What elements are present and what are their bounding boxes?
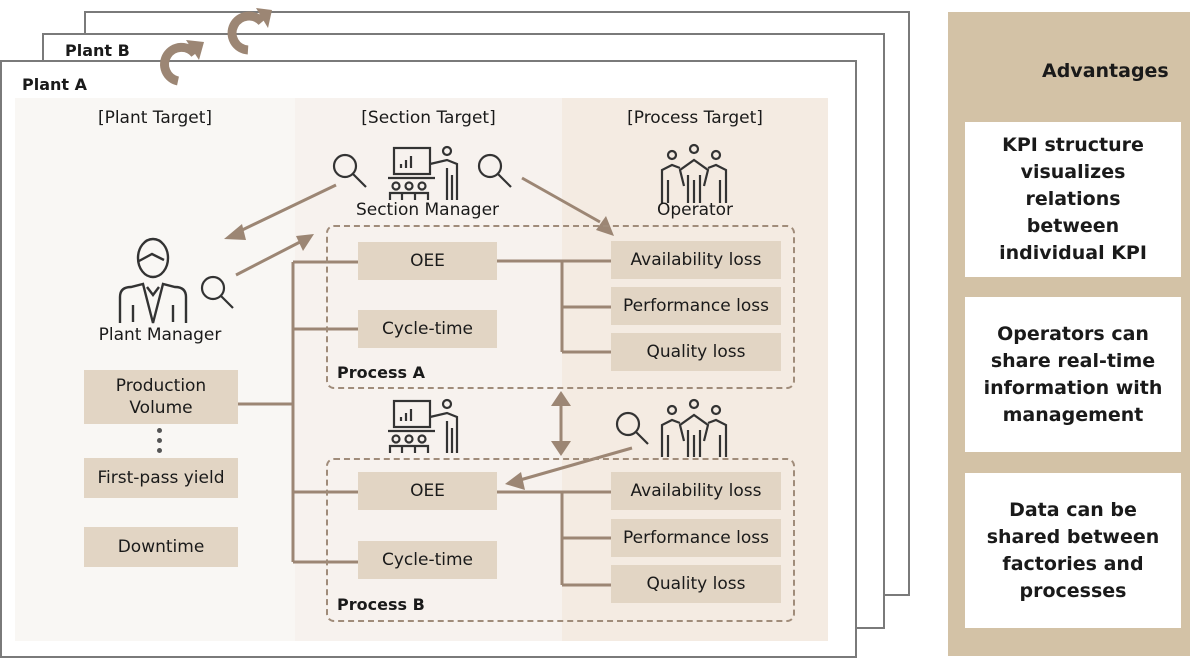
process-b-quality-loss[interactable]: Quality loss	[611, 565, 781, 603]
process-b-box	[326, 458, 795, 622]
process-a-availability-loss[interactable]: Availability loss	[611, 241, 781, 279]
process-b-oee[interactable]: OEE	[358, 472, 497, 510]
process-a-performance-loss[interactable]: Performance loss	[611, 287, 781, 325]
process-a-oee[interactable]: OEE	[358, 242, 497, 280]
advantage-card: Data can be shared between factories and…	[965, 473, 1181, 628]
process-a-label: Process A	[337, 363, 425, 382]
process-b-cycle-time[interactable]: Cycle-time	[358, 541, 497, 579]
operator-label: Operator	[656, 200, 734, 220]
process-b-availability-loss[interactable]: Availability loss	[611, 472, 781, 510]
plant-b-label: Plant B	[65, 41, 130, 60]
process-a-cycle-time[interactable]: Cycle-time	[358, 310, 497, 348]
section-manager-label: Section Manager	[355, 200, 500, 220]
process-b-label: Process B	[337, 595, 425, 614]
kpi-production-volume[interactable]: Production Volume	[84, 370, 238, 424]
advantage-card: KPI structure visualizes relations betwe…	[965, 122, 1181, 277]
process-a-box	[326, 225, 795, 389]
advantages-title: Advantages	[1042, 60, 1169, 82]
process-target-heading: [Process Target]	[627, 108, 763, 128]
kpi-downtime[interactable]: Downtime	[84, 527, 238, 567]
kpi-first-pass-yield[interactable]: First-pass yield	[84, 458, 238, 498]
more-kpis-ellipsis	[157, 428, 163, 458]
plant-a-label: Plant A	[22, 75, 87, 94]
plant-manager-label: Plant Manager	[98, 325, 222, 345]
process-b-performance-loss[interactable]: Performance loss	[611, 519, 781, 557]
plant-target-heading: [Plant Target]	[97, 108, 213, 128]
process-a-quality-loss[interactable]: Quality loss	[611, 333, 781, 371]
section-target-heading: [Section Target]	[361, 108, 496, 128]
advantage-card: Operators can share real-time informatio…	[965, 297, 1181, 452]
